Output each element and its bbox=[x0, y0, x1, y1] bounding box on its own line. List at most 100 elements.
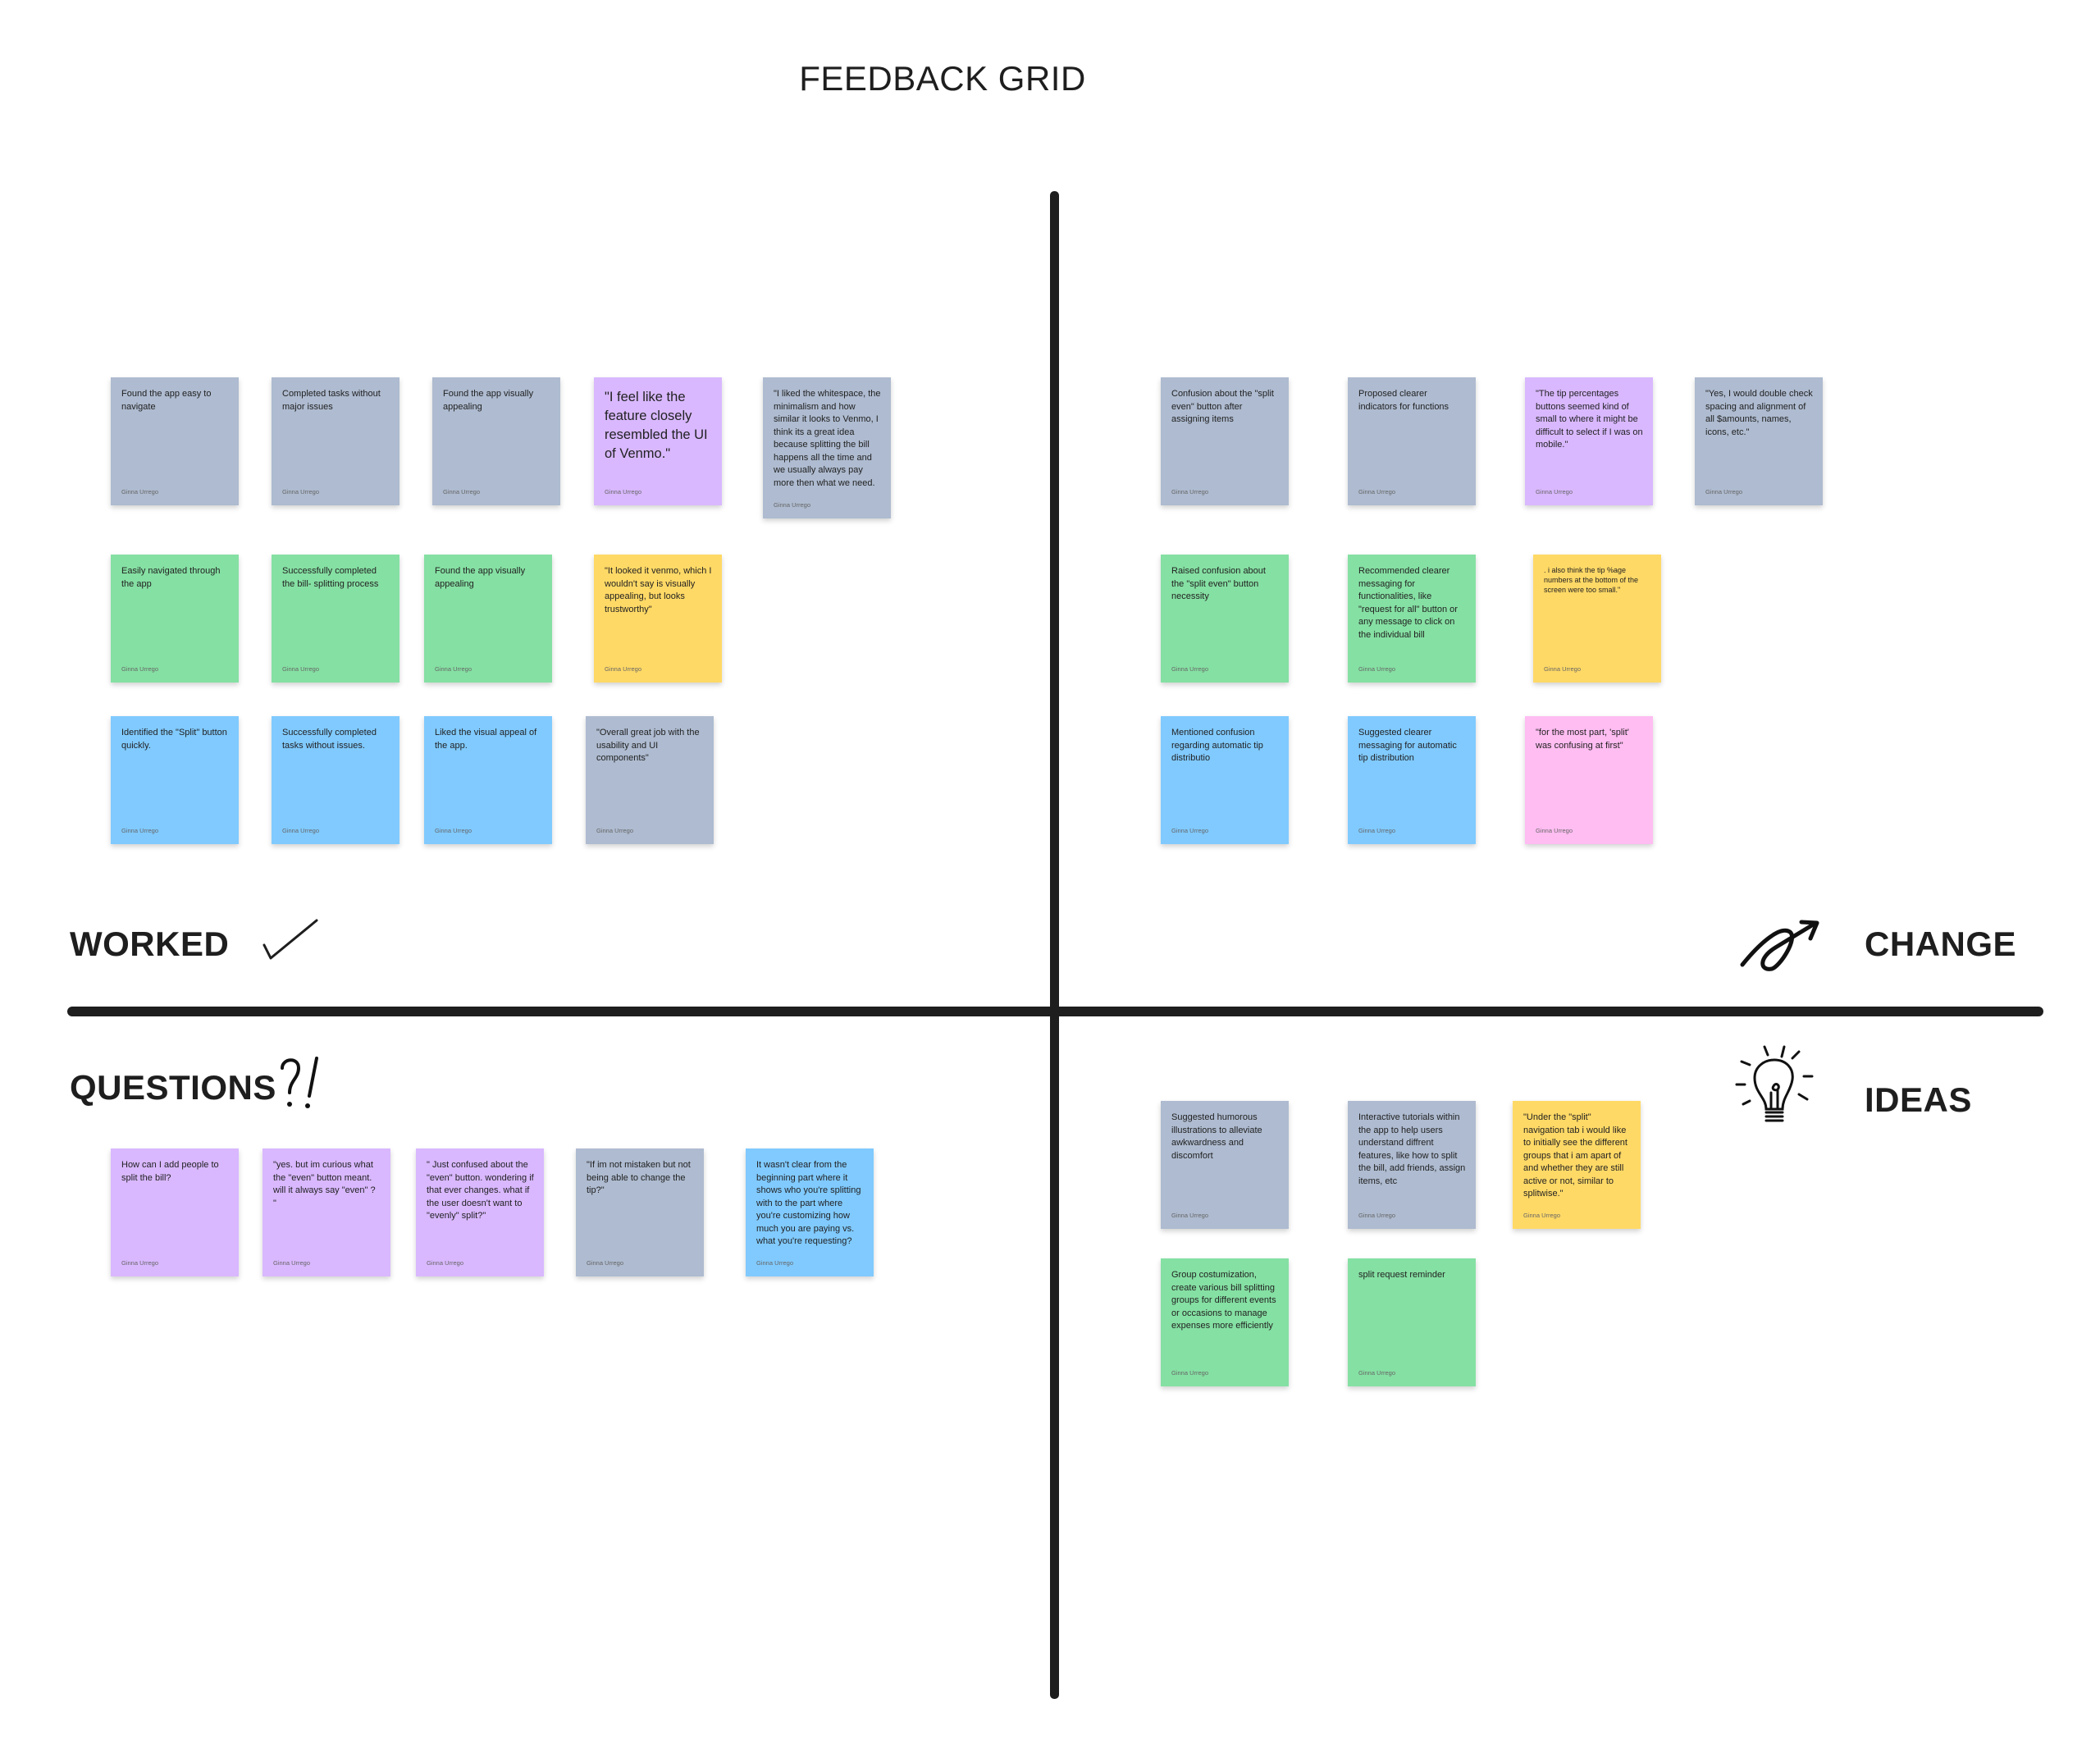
note-author: Ginna Urrego bbox=[1171, 665, 1209, 673]
sticky-note-change[interactable]: "Yes, I would double check spacing and a… bbox=[1695, 377, 1823, 505]
sticky-note-change[interactable]: . i also think the tip %age numbers at t… bbox=[1533, 555, 1661, 683]
note-author: Ginna Urrego bbox=[1705, 488, 1743, 495]
sticky-note-worked[interactable]: "It looked it venmo, which I wouldn't sa… bbox=[594, 555, 722, 683]
note-author: Ginna Urrego bbox=[605, 488, 642, 495]
note-text: Completed tasks without major issues bbox=[282, 389, 381, 412]
checkmark-icon bbox=[262, 919, 318, 960]
sticky-note-change[interactable]: Recommended clearer messaging for functi… bbox=[1348, 555, 1476, 683]
sticky-note-worked[interactable]: Identified the "Split" button quickly. Gi… bbox=[111, 716, 239, 844]
arrow-swoosh-icon bbox=[1740, 920, 1819, 971]
note-text: Successfully completed tasks without iss… bbox=[282, 728, 377, 751]
note-author: Ginna Urrego bbox=[435, 827, 472, 834]
note-text: Recommended clearer messaging for functi… bbox=[1358, 566, 1458, 640]
note-author: Ginna Urrego bbox=[1358, 827, 1396, 834]
note-text: "The tip percentages buttons seemed kind… bbox=[1536, 389, 1643, 450]
note-author: Ginna Urrego bbox=[587, 1259, 624, 1267]
sticky-note-change[interactable]: Suggested clearer messaging for automati… bbox=[1348, 716, 1476, 844]
note-author: Ginna Urrego bbox=[282, 665, 320, 673]
sticky-note-questions[interactable]: " Just confused about the "even" button.… bbox=[416, 1148, 544, 1276]
note-author: Ginna Urrego bbox=[774, 501, 811, 509]
note-text: "Yes, I would double check spacing and a… bbox=[1705, 389, 1813, 437]
note-author: Ginna Urrego bbox=[435, 665, 472, 673]
note-text: "yes. but im curious what the "even" but… bbox=[273, 1160, 376, 1208]
sticky-note-ideas[interactable]: Interactive tutorials within the app to … bbox=[1348, 1101, 1476, 1229]
sticky-note-questions[interactable]: It wasn't clear from the beginning part … bbox=[746, 1148, 874, 1276]
quadrant-label-change: CHANGE bbox=[1865, 925, 2017, 963]
sticky-note-change[interactable]: Confusion about the "split even" button … bbox=[1161, 377, 1289, 505]
note-author: Ginna Urrego bbox=[1536, 827, 1573, 834]
note-text: Confusion about the "split even" button … bbox=[1171, 389, 1274, 424]
note-author: Ginna Urrego bbox=[1358, 665, 1396, 673]
note-author: Ginna Urrego bbox=[1171, 488, 1209, 495]
note-author: Ginna Urrego bbox=[1358, 1369, 1396, 1377]
note-text: Raised confusion about the "split even" … bbox=[1171, 566, 1266, 601]
note-text: Easily navigated through the app bbox=[121, 566, 221, 589]
sticky-note-questions[interactable]: How can I add people to split the bill?G… bbox=[111, 1148, 239, 1276]
sticky-note-worked[interactable]: Successfully completed tasks without iss… bbox=[272, 716, 399, 844]
note-author: Ginna Urrego bbox=[1171, 827, 1209, 834]
sticky-note-ideas[interactable]: Group costumization, create various bill… bbox=[1161, 1258, 1289, 1386]
note-text: Group costumization, create various bill… bbox=[1171, 1270, 1276, 1331]
sticky-note-change[interactable]: "The tip percentages buttons seemed kind… bbox=[1525, 377, 1653, 505]
sticky-note-worked[interactable]: Successfully completed the bill- splitti… bbox=[272, 555, 399, 683]
board-title: FEEDBACK GRID bbox=[799, 59, 1086, 98]
lightbulb-icon bbox=[1735, 1045, 1814, 1122]
sticky-note-worked[interactable]: "I feel like the feature closely resembl… bbox=[594, 377, 722, 505]
note-text: Proposed clearer indicators for function… bbox=[1358, 389, 1449, 412]
sticky-note-questions[interactable]: "If im not mistaken but not being able t… bbox=[576, 1148, 704, 1276]
vertical-axis-divider bbox=[1050, 191, 1059, 1699]
note-author: Ginna Urrego bbox=[273, 1259, 311, 1267]
sticky-note-ideas[interactable]: "Under the "split" navigation tab i woul… bbox=[1513, 1101, 1641, 1229]
note-author: Ginna Urrego bbox=[1171, 1369, 1209, 1377]
sticky-note-change[interactable]: "for the most part, 'split' was confusin… bbox=[1525, 716, 1653, 844]
note-author: Ginna Urrego bbox=[443, 488, 481, 495]
note-text: . i also think the tip %age numbers at t… bbox=[1544, 566, 1639, 594]
note-author: Ginna Urrego bbox=[605, 665, 642, 673]
note-author: Ginna Urrego bbox=[1544, 665, 1582, 673]
note-text: "Overall great job with the usability an… bbox=[596, 728, 700, 763]
note-text: " Just confused about the "even" button.… bbox=[427, 1160, 534, 1221]
note-author: Ginna Urrego bbox=[1358, 488, 1396, 495]
quadrant-label-worked: WORKED bbox=[70, 925, 230, 963]
note-text: Mentioned confusion regarding automatic … bbox=[1171, 728, 1263, 763]
horizontal-axis-divider bbox=[67, 1007, 2043, 1016]
note-text: "Under the "split" navigation tab i woul… bbox=[1523, 1112, 1628, 1199]
question-exclamation-icon bbox=[281, 1057, 318, 1108]
sticky-note-worked[interactable]: "Overall great job with the usability an… bbox=[586, 716, 714, 844]
quadrant-label-ideas: IDEAS bbox=[1865, 1080, 1972, 1119]
note-text: Successfully completed the bill- splitti… bbox=[282, 566, 379, 589]
note-text: Found the app visually appealing bbox=[443, 389, 534, 412]
note-author: Ginna Urrego bbox=[121, 827, 159, 834]
sticky-note-ideas[interactable]: Suggested humorous illustrations to alle… bbox=[1161, 1101, 1289, 1229]
quadrant-label-questions: QUESTIONS bbox=[70, 1068, 276, 1107]
note-text: It wasn't clear from the beginning part … bbox=[756, 1160, 861, 1246]
sticky-note-change[interactable]: Raised confusion about the "split even" … bbox=[1161, 555, 1289, 683]
note-text: "I feel like the feature closely resembl… bbox=[605, 390, 708, 461]
note-author: Ginna Urrego bbox=[121, 665, 159, 673]
note-author: Ginna Urrego bbox=[596, 827, 634, 834]
note-text: Identified the "Split" button quickly. bbox=[121, 728, 227, 751]
note-author: Ginna Urrego bbox=[756, 1259, 794, 1267]
sticky-note-worked[interactable]: "I liked the whitespace, the minimalism … bbox=[763, 377, 891, 518]
note-text: split request reminder bbox=[1358, 1270, 1445, 1280]
sticky-note-change[interactable]: Mentioned confusion regarding automatic … bbox=[1161, 716, 1289, 844]
note-author: Ginna Urrego bbox=[1523, 1212, 1561, 1219]
sticky-note-questions[interactable]: "yes. but im curious what the "even" but… bbox=[262, 1148, 390, 1276]
note-text: "If im not mistaken but not being able t… bbox=[587, 1160, 691, 1195]
note-text: "It looked it venmo, which I wouldn't sa… bbox=[605, 566, 712, 614]
sticky-note-worked[interactable]: Liked the visual appeal of the app.Ginna… bbox=[424, 716, 552, 844]
sticky-note-change[interactable]: Proposed clearer indicators for function… bbox=[1348, 377, 1476, 505]
note-text: Interactive tutorials within the app to … bbox=[1358, 1112, 1466, 1186]
note-author: Ginna Urrego bbox=[282, 827, 320, 834]
note-author: Ginna Urrego bbox=[1536, 488, 1573, 495]
note-author: Ginna Urrego bbox=[282, 488, 320, 495]
note-text: Suggested humorous illustrations to alle… bbox=[1171, 1112, 1262, 1161]
note-author: Ginna Urrego bbox=[121, 1259, 159, 1267]
note-text: "for the most part, 'split' was confusin… bbox=[1536, 728, 1629, 751]
